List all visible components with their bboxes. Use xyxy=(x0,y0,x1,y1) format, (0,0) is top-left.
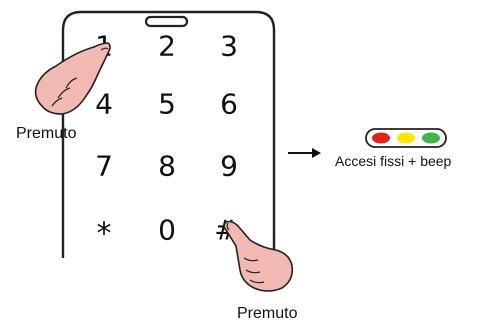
key-0[interactable]: 0 xyxy=(158,214,176,247)
key-3[interactable]: 3 xyxy=(220,30,238,63)
arrow-right-icon xyxy=(288,148,321,158)
pressed-label-top: Premuto xyxy=(16,125,77,142)
key-5[interactable]: 5 xyxy=(158,88,176,121)
key-star[interactable]: * xyxy=(97,217,112,252)
key-7[interactable]: 7 xyxy=(95,150,113,183)
led-yellow xyxy=(397,132,415,144)
key-8[interactable]: 8 xyxy=(158,150,176,183)
keypad-slot xyxy=(144,15,189,28)
key-4[interactable]: 4 xyxy=(95,88,113,121)
led-red xyxy=(372,132,390,144)
key-9[interactable]: 9 xyxy=(220,150,238,183)
finger-pointer-icon xyxy=(34,42,111,115)
led-green xyxy=(422,132,440,144)
keypad-outline xyxy=(61,10,276,258)
result-label: Accesi fissi + beep xyxy=(335,153,452,169)
finger-pointer-icon xyxy=(223,220,294,292)
pressed-label-bottom: Premuto xyxy=(237,305,298,320)
key-6[interactable]: 6 xyxy=(220,88,238,121)
key-2[interactable]: 2 xyxy=(158,30,176,63)
led-indicator xyxy=(365,128,447,148)
keypad-keys: 1 2 3 4 5 6 7 8 9 * 0 # xyxy=(95,30,238,252)
